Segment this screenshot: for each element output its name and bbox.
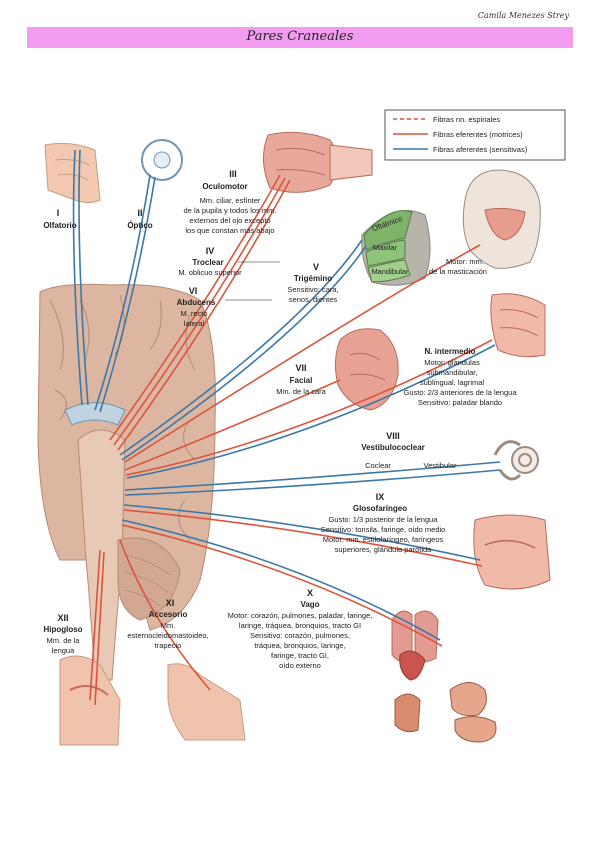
nerve-labels: I Olfatorio II Óptico III Oculomotor Mm.… — [43, 169, 517, 670]
label-x-d3: Sensitivo: corazón, pulmones, — [250, 631, 350, 640]
label-ni-d4: Gusto: 2/3 anteriores de la lengua — [404, 388, 518, 397]
label-ni-d2: submandibular, — [427, 368, 478, 377]
label-ni-name: N. intermedio — [424, 347, 475, 356]
label-x-d5: faringe, tracto GI, — [271, 651, 329, 660]
nerve-fibers — [72, 149, 501, 706]
label-vi-name: Abducens — [177, 298, 216, 307]
label-xii-num: XII — [57, 613, 68, 623]
label-iii-name: Oculomotor — [202, 182, 247, 191]
label-i-name: Olfatorio — [43, 221, 76, 230]
label-ii-name: Óptico — [127, 221, 152, 230]
viscera-illustration — [391, 610, 497, 743]
label-ix-num: IX — [376, 492, 385, 502]
label-vi-d1: M. recto — [180, 309, 207, 318]
label-x-d6: oído externo — [279, 661, 321, 670]
label-x-d4: tráquea, bronquios, laringe, — [254, 641, 345, 650]
label-viii-d1: Coclear — [365, 461, 391, 470]
label-x-d2: laringe, tráquea, bronquios, tracto GI — [239, 621, 361, 630]
label-xii-name: Hipogloso — [43, 625, 82, 634]
label-v-d2: senos, dientes — [289, 295, 338, 304]
label-xii-d1: Mm. de la — [47, 636, 81, 645]
skull-illustration — [462, 169, 541, 269]
legend-label-motor: Fibras eferentes (motrices) — [433, 130, 523, 139]
author-name: Camila Menezes Strey — [477, 11, 569, 20]
label-iii-d4: los que constan más abajo — [185, 226, 274, 235]
face-muscles-illustration — [334, 328, 399, 411]
label-ix-d4: superiores, glándula parótida — [335, 545, 433, 554]
legend-label-spinal: Fibras nn. espinales — [433, 115, 500, 124]
neck-illustration — [59, 655, 246, 746]
label-x-d1: Motor: corazón, pulmones, paladar, farin… — [228, 611, 373, 620]
label-v-num: V — [313, 262, 319, 272]
eye-illustration — [141, 139, 183, 181]
label-v-motor2: de la masticación — [429, 267, 487, 276]
title-bar: Pares Craneales — [27, 27, 573, 48]
label-iii-d2: de la pupila y todos los mm. — [184, 206, 277, 215]
label-vi-d2: lateral — [184, 319, 205, 328]
label-xi-d3: trapecio — [155, 641, 182, 650]
nasal-cavity-illustration — [490, 293, 546, 358]
label-v-motor1: Motor: mm. — [446, 257, 484, 266]
orbit-muscles-illustration — [263, 131, 373, 193]
label-iv-name: Troclear — [192, 258, 223, 267]
inner-ear-illustration — [493, 440, 539, 481]
label-ix-d1: Gusto: 1/3 posterior de la lengua — [329, 515, 439, 524]
label-viii-num: VIII — [386, 431, 400, 441]
label-xi-d2: esternocleidomastoideo, — [127, 631, 208, 640]
label-ix-d2: Sensitivo: tonsila, faringe, oído medio — [321, 525, 446, 534]
label-viii-d2: Vestibular — [424, 461, 457, 470]
label-iii-d1: Mm. ciliar, esfínter — [200, 196, 261, 205]
label-ix-d3: Motor: mm. estilofaríngeo, faríngeos — [323, 535, 444, 544]
label-iii-num: III — [229, 169, 237, 179]
label-vii-name: Facial — [290, 376, 313, 385]
label-vi-num: VI — [189, 286, 198, 296]
label-iii-d3: externos del ojo excepto — [189, 216, 270, 225]
page-title: Pares Craneales — [246, 29, 354, 44]
label-i-num: I — [57, 208, 60, 218]
label-ni-d3: sublingual, lagrimal — [420, 378, 485, 387]
label-vii-d1: Mm. de la cara — [276, 387, 326, 396]
label-iv-d1: M. oblicuo superior — [178, 268, 242, 277]
label-ii-num: II — [137, 208, 142, 218]
label-ni-d1: Motor: glándulas — [424, 358, 480, 367]
label-v-branch2: Maxilar — [373, 243, 398, 252]
label-ix-name: Glosofaríngeo — [353, 504, 407, 513]
label-x-name: Vago — [300, 600, 319, 609]
label-xi-d1: Mm. — [161, 621, 176, 630]
pharynx-illustration — [473, 514, 551, 590]
leader-lines — [225, 261, 280, 301]
nose-illustration — [44, 142, 101, 203]
label-v-d1: Sensitivo: cara, — [287, 285, 338, 294]
trigeminal-face-illustration — [361, 210, 431, 286]
label-vii-num: VII — [295, 363, 306, 373]
label-viii-name: Vestibulococlear — [361, 443, 425, 452]
label-v-branch3: Mandibular — [371, 267, 409, 276]
label-xi-name: Accesorio — [149, 610, 188, 619]
label-x-num: X — [307, 588, 313, 598]
legend-label-sensory: Fibras aferentes (sensitivas) — [433, 145, 528, 154]
label-ni-d5: Sensitivo: paladar blando — [418, 398, 502, 407]
label-v-name: Trigémino — [294, 274, 332, 283]
legend: Fibras nn. espinales Fibras eferentes (m… — [384, 109, 566, 161]
label-xi-num: XI — [166, 598, 175, 608]
label-iv-num: IV — [206, 246, 215, 256]
label-xii-d2: lengua — [52, 646, 75, 655]
